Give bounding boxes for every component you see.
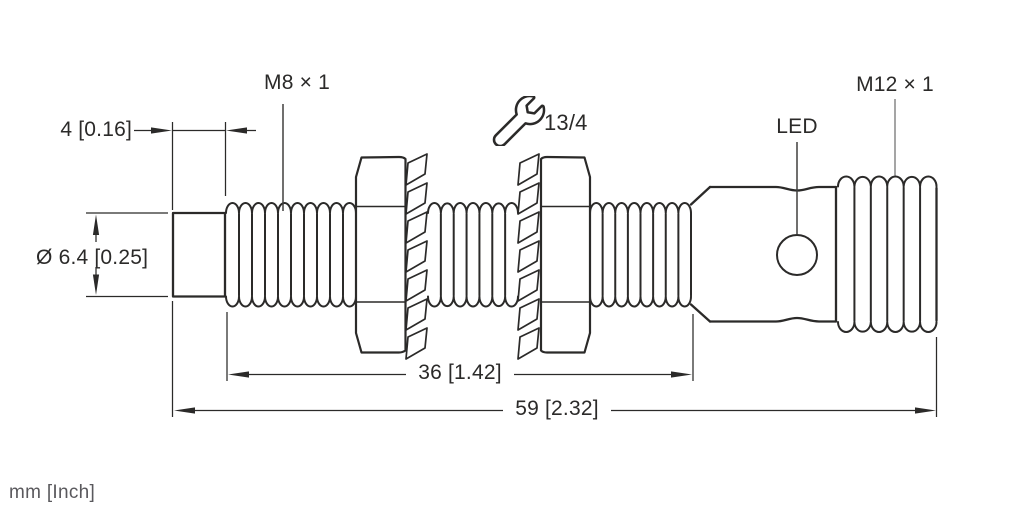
m8-thread-crests xyxy=(225,202,692,308)
housing-body-bottom xyxy=(708,316,838,323)
sensor-outline xyxy=(171,153,938,360)
overall-length-dimension-label: 59 [2.32] xyxy=(515,397,599,420)
body-chamfer xyxy=(689,185,712,323)
housing-body-top xyxy=(708,185,838,192)
thread-length-dimension-label: 36 [1.42] xyxy=(418,361,502,384)
m12-thread-flanks xyxy=(853,186,922,322)
sensing-tip xyxy=(171,211,227,298)
hex-nut-2-facets xyxy=(541,205,590,303)
front-thread-label: M8 × 1 xyxy=(264,71,330,94)
lock-washer-1 xyxy=(405,153,428,360)
m12-thread xyxy=(837,175,938,333)
m8-thread xyxy=(225,202,692,308)
dimension-thread-length xyxy=(226,312,694,381)
rear-thread-label: M12 × 1 xyxy=(856,73,934,96)
tip-length-dimension-label: 4 [0.16] xyxy=(60,118,132,141)
led-window xyxy=(776,234,818,276)
hex-nut-2 xyxy=(539,155,592,354)
dimension-overall-length xyxy=(171,301,938,417)
tip-diameter-dimension-label: Ø 6.4 [0.25] xyxy=(36,246,149,269)
dimension-tip-length xyxy=(134,122,256,210)
hex-nut-1-facets xyxy=(356,205,406,303)
wrench-size-label: 13/4 xyxy=(544,110,588,135)
dimension-tip-diameter xyxy=(86,212,168,298)
lock-washer-2 xyxy=(517,153,540,360)
led-label: LED xyxy=(776,115,818,138)
hex-nut-1 xyxy=(354,155,407,354)
wrench-icon xyxy=(492,94,546,148)
units-note: mm [Inch] xyxy=(9,482,96,503)
m8-thread-flanks xyxy=(238,213,680,297)
